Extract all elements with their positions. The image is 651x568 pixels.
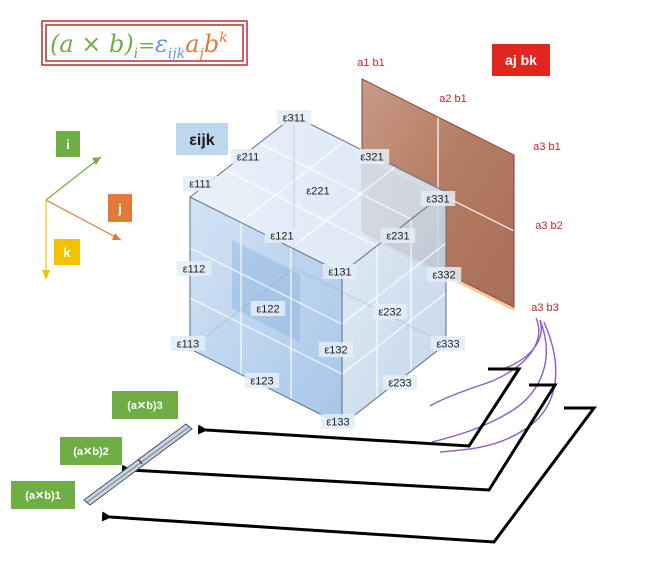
eps-label-111: ε111 [189, 179, 211, 191]
eps-label-bg [318, 342, 354, 357]
tensor-badge [176, 123, 228, 155]
k-axis-arrow [42, 270, 50, 280]
eps-label-121: ε121 [270, 231, 293, 243]
eps-label-112: ε112 [183, 264, 205, 276]
eps-label-122: ε122 [256, 304, 279, 316]
i-axis-arrow [92, 157, 101, 165]
result-badge-3 [112, 391, 178, 419]
selection-curves [429, 317, 557, 453]
result-label-2: (a✕b)2 [73, 446, 109, 458]
formula-lhs: (a × b) [50, 30, 134, 58]
eps-label-bg [382, 375, 418, 390]
formula-lhs-sub: i [134, 46, 138, 62]
i-label: i [66, 137, 70, 152]
eps-label-bg [244, 373, 280, 388]
result-label-3: (a✕b)3 [127, 400, 163, 412]
eps-label-131: ε131 [328, 267, 351, 279]
j-axis [45, 199, 122, 241]
j-label: j [117, 201, 122, 216]
eps-labels: ε111 ε211 ε311 ε321 ε221 ε331 ε121 ε231 ε112 ε131… [170, 110, 466, 429]
i-badge [56, 131, 80, 157]
eps-label-bg [354, 149, 390, 164]
i-axis [45, 156, 102, 201]
ajbk-label: aj bk [505, 52, 537, 68]
eps-label-321: ε321 [360, 152, 383, 164]
eps-label-211: ε211 [237, 152, 259, 164]
ab-label-a3-b1: a3 b1 [533, 141, 561, 153]
eps-label-331: ε331 [426, 194, 449, 206]
eps-label-bg [276, 110, 312, 125]
eps-label-332: ε332 [432, 270, 455, 282]
eps-label-bg [300, 183, 336, 198]
ab-label-a3-b2: a3 b2 [535, 220, 563, 232]
eps-label-221: ε221 [306, 186, 329, 198]
result-vector-bar [83, 423, 193, 506]
k-label: k [63, 245, 71, 260]
k-badge [54, 239, 80, 265]
result-badge-1 [11, 481, 75, 509]
formula-eps-sub: ijk [168, 46, 185, 62]
eps-label-133: ε133 [326, 417, 349, 429]
ab-label-a2-b1: a2 b1 [439, 93, 467, 105]
formula-box: (a × b)i=εijkajbk [41, 20, 248, 66]
eps-label-bg [250, 301, 286, 316]
eps-label-bg [420, 191, 456, 206]
eps-label-bg [426, 267, 462, 282]
ab-label-a3-b3: a3 b3 [531, 302, 559, 314]
tensor-label: εijk [189, 132, 214, 149]
formula-a-sub: j [197, 46, 205, 62]
ab-labels: a1 b1 a2 b1 a3 b1 a3 b2 a3 b3 [357, 57, 563, 314]
eps-label-132: ε132 [324, 345, 347, 357]
eps-label-233: ε233 [388, 378, 411, 390]
result-badge-2 [60, 437, 122, 465]
j-axis-arrow [112, 233, 121, 240]
formula-equals: = [138, 33, 155, 57]
result-labels: (a✕b)3 (a✕b)2 (a✕b)1 [11, 391, 178, 509]
eps-label-bg [380, 228, 416, 243]
formula-eps: ε [155, 30, 168, 58]
axes: i j k [42, 131, 132, 280]
eps-label-333: ε333 [436, 339, 459, 351]
svg-text:(a × b)i=εijkajbk: (a × b)i=εijkajbk [50, 30, 228, 62]
result-label-1: (a✕b)1 [25, 490, 61, 502]
eps-label-bg [372, 304, 408, 319]
ajbk-badge [492, 44, 550, 76]
formula-a: a [185, 30, 199, 58]
eps-label-bg [182, 176, 218, 191]
eps-label-bg [320, 414, 356, 429]
ab-label-a1-b1: a1 b1 [357, 57, 385, 69]
result-paths [101, 367, 597, 544]
formula-b-sup: k [219, 30, 227, 46]
eps-label-232: ε232 [378, 307, 401, 319]
j-badge [108, 194, 132, 222]
eps-label-231: ε231 [386, 231, 409, 243]
formula-b: b [204, 30, 219, 58]
eps-label-113: ε113 [177, 339, 199, 351]
eps-label-311: ε311 [283, 113, 305, 125]
eps-label-bg [264, 228, 300, 243]
eps-label-123: ε123 [250, 376, 273, 388]
eps-label-bg [230, 149, 266, 164]
eps-label-bg [176, 261, 212, 276]
eps-label-bg [170, 336, 206, 351]
eps-label-bg [322, 264, 358, 279]
eps-label-bg [430, 336, 466, 351]
